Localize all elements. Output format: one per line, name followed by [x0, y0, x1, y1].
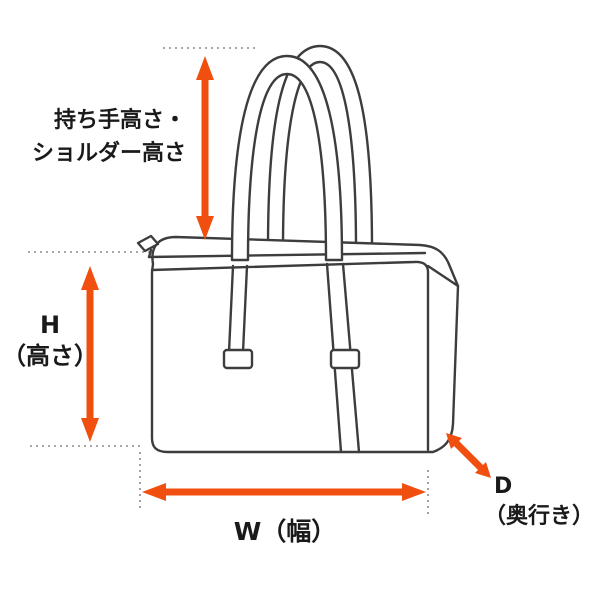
bag-height-label-line1: H [39, 311, 61, 339]
bag-height-label: H （高さ） [0, 310, 100, 372]
bag-body [150, 235, 460, 454]
width-label: W（幅） [233, 517, 337, 546]
bag-strap-left [222, 264, 254, 370]
bag-height-arrow [81, 266, 99, 442]
zipper-pull [136, 234, 160, 259]
bag-illustration [136, 44, 460, 454]
bag-height-label-line2: （高さ） [2, 342, 98, 370]
bag-front-handle [230, 54, 344, 262]
bag-side-seam [426, 264, 460, 288]
guide-lines [28, 47, 429, 514]
zipper-line [147, 251, 427, 259]
depth-label-line2: （奥行き） [484, 504, 595, 529]
depth-label: D （奥行き） [484, 472, 600, 532]
width-arrow [142, 483, 426, 501]
handle-height-label-line1: 持ち手高さ・ [53, 108, 186, 133]
handle-height-arrow [196, 56, 214, 240]
bag-front-panel-edge [150, 260, 430, 452]
handle-height-label: 持ち手高さ・ ショルダー高さ [0, 104, 186, 170]
handle-height-label-line2: ショルダー高さ [31, 141, 186, 166]
dimension-arrows [81, 56, 491, 501]
bag-strap-right [325, 262, 361, 454]
depth-arrow [446, 433, 491, 478]
depth-label-line1: D [494, 474, 513, 499]
